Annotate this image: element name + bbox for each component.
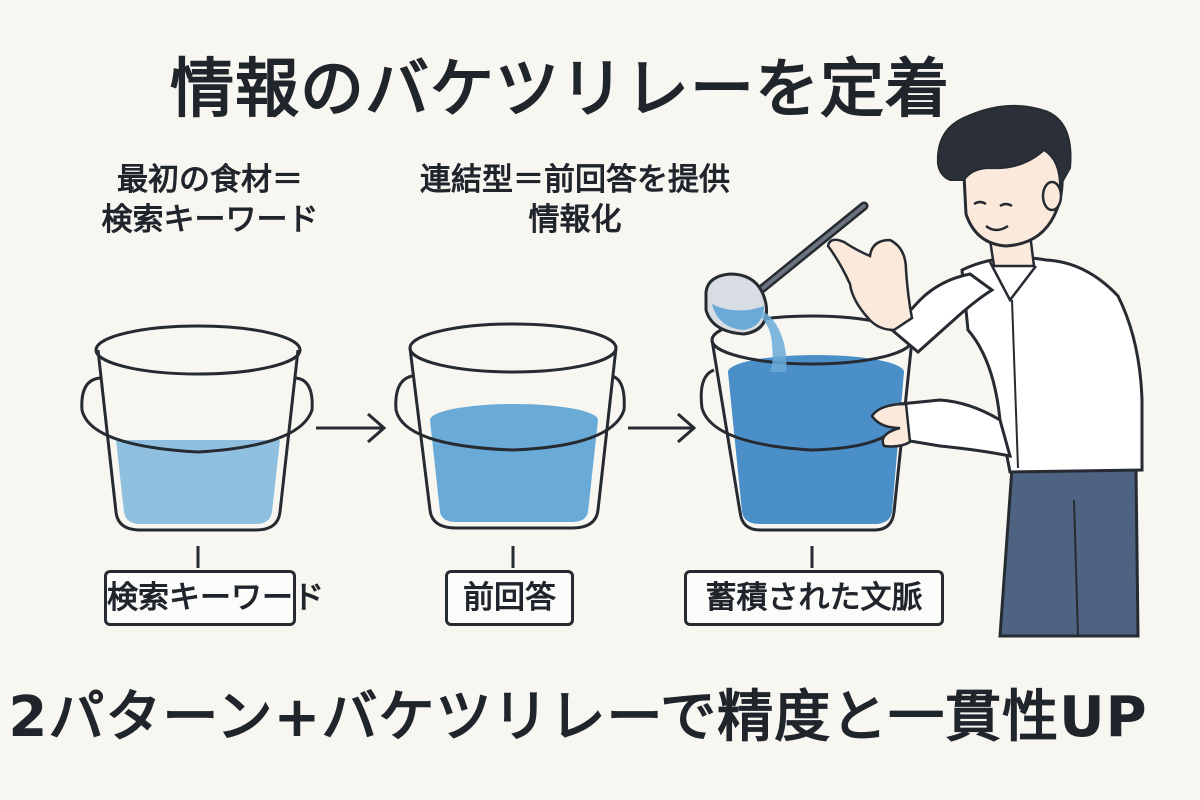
note-first-line-1: 最初の食材＝ <box>117 162 303 198</box>
note-first-ingredient: 最初の食材＝ 検索キーワード <box>100 160 320 240</box>
bucket-2-body <box>408 347 618 530</box>
bucket-2-water-surface <box>430 404 598 436</box>
bucket-3-label: 蓄積された文脈 <box>684 570 944 626</box>
bucket-1 <box>80 324 314 568</box>
bucket-2 <box>394 322 626 568</box>
bottom-summary: 2パターン+バケツリレーで精度と一貫性UP <box>8 685 1148 750</box>
pouring-stream <box>762 312 787 372</box>
bucket-1-rim <box>94 324 302 376</box>
note-linked-type: 連結型＝前回答を提供 情報化 <box>410 160 740 240</box>
bucket-1-handle <box>80 376 314 454</box>
bucket-1-label: 検索キーワード <box>104 570 324 626</box>
bucket-1-water <box>116 440 280 524</box>
person-upper-hand <box>826 238 914 332</box>
bucket-3-body <box>710 339 914 532</box>
note-linked-line-1: 連結型＝前回答を提供 <box>420 162 730 198</box>
person-hair <box>936 104 1072 190</box>
arrow-1 <box>316 412 387 444</box>
person-pants <box>998 466 1140 638</box>
bucket-2-label: 前回答 <box>445 570 574 626</box>
bucket-1-body <box>96 349 300 532</box>
note-linked-line-2: 情報化 <box>528 202 622 238</box>
person-lower-hand <box>870 402 912 448</box>
person-pouring <box>704 104 1144 638</box>
arrow-2 <box>628 412 697 444</box>
bucket-3-water <box>728 372 904 524</box>
bucket-2-rim <box>408 322 618 374</box>
diagram-title: 情報のバケツリレーを定着 <box>170 53 950 127</box>
person-raised-arm <box>889 272 995 354</box>
note-first-line-2: 検索キーワード <box>101 202 319 238</box>
person-lower-arm <box>898 398 1013 458</box>
bucket-3 <box>699 314 914 568</box>
bucket-2-handle <box>394 374 626 452</box>
bucket-3-handle <box>699 368 900 452</box>
